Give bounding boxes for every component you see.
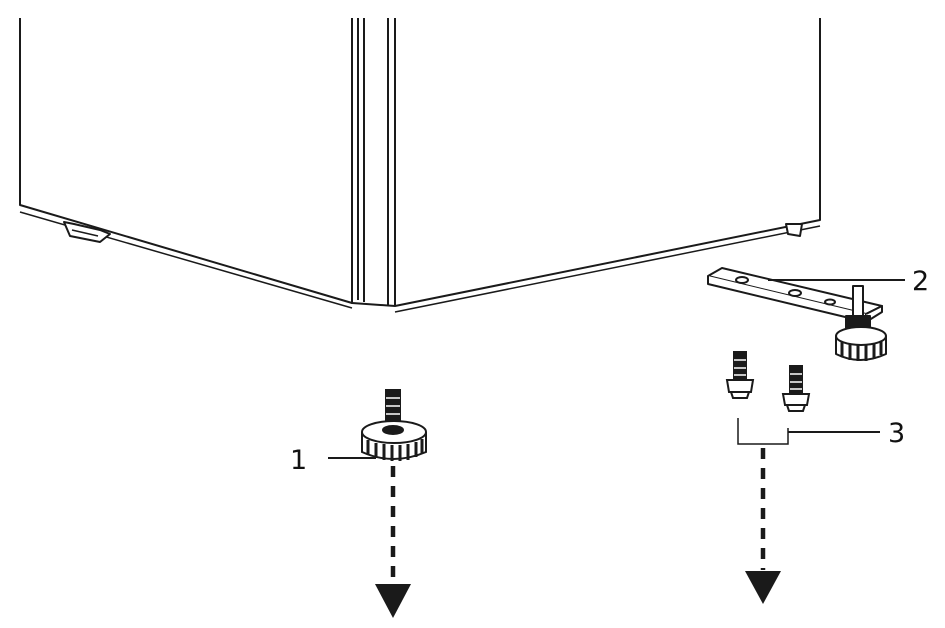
arrow-down-icon <box>745 448 781 604</box>
callout-label-3: 3 <box>888 418 905 449</box>
appliance-cabinet <box>19 18 821 313</box>
leader-lines <box>328 279 905 459</box>
cabinet-left-foot-icon <box>63 221 111 243</box>
screw-icon <box>725 351 811 445</box>
adjustable-foot-icon <box>361 389 427 461</box>
cabinet-right-foot-icon <box>785 223 803 237</box>
arrow-down-icon <box>375 466 411 618</box>
callout-label-1: 1 <box>290 445 307 476</box>
cabinet-left-foot-icon <box>71 229 99 237</box>
cabinet-front-face <box>351 18 821 307</box>
cabinet-bottom-edge <box>394 225 821 313</box>
screw-group-bracket <box>737 418 789 445</box>
callout-label-2: 2 <box>912 266 929 297</box>
hinge-bracket-icon <box>707 267 887 361</box>
screw-right <box>781 365 811 412</box>
screw-left <box>725 351 755 399</box>
